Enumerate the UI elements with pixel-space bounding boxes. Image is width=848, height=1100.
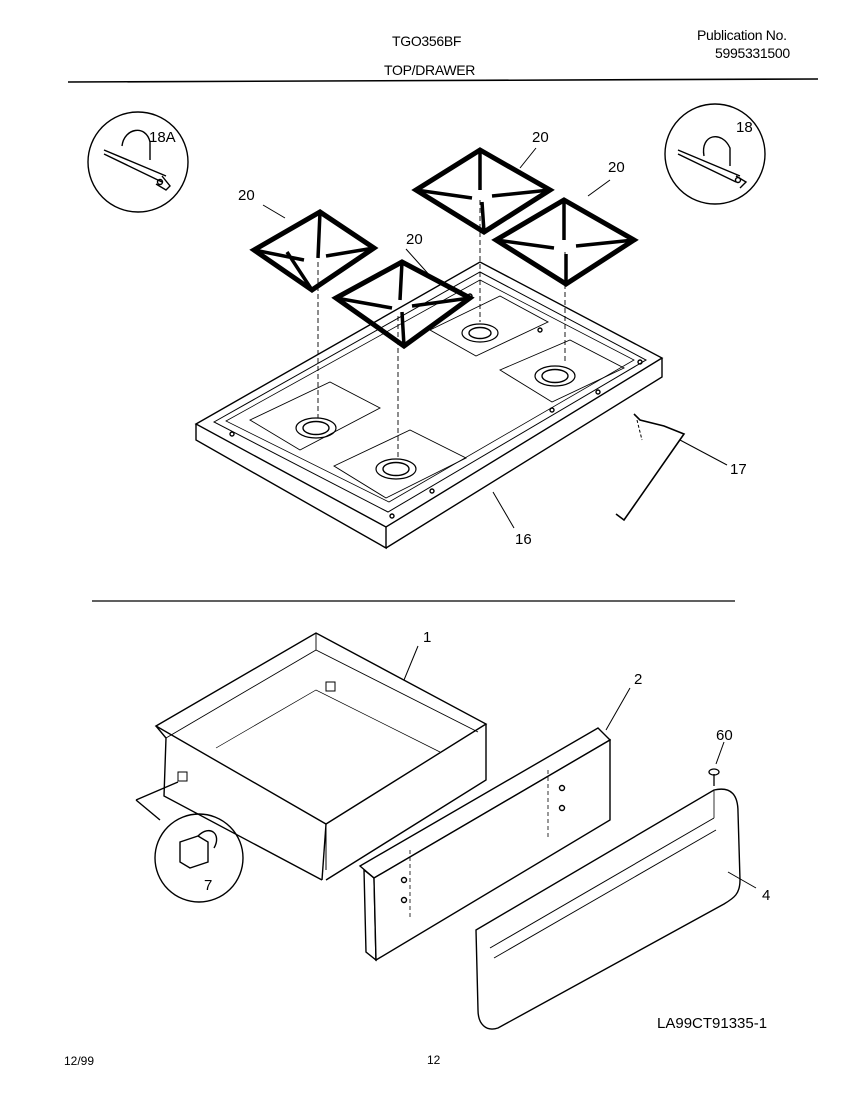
callout-grate-c: 20 bbox=[532, 129, 549, 146]
page-number: 12 bbox=[427, 1053, 441, 1067]
date-code: 12/99 bbox=[64, 1054, 95, 1068]
drawer-body bbox=[154, 632, 488, 881]
callout-grate-d: 20 bbox=[608, 159, 625, 176]
header-rule bbox=[67, 78, 819, 83]
burner-grate-left bbox=[249, 209, 379, 294]
leader-screw bbox=[715, 741, 725, 765]
callout-screw: 60 bbox=[716, 727, 733, 744]
callout-wire-clip: 17 bbox=[730, 461, 747, 478]
diagram-code: LA99CT91335-1 bbox=[657, 1015, 768, 1032]
wire-clip bbox=[615, 413, 686, 522]
section-title: TOP/DRAWER bbox=[384, 62, 476, 78]
leader-drawer-body bbox=[403, 645, 419, 681]
burner-grate-back bbox=[411, 147, 555, 235]
callout-drawer-body: 1 bbox=[423, 629, 431, 646]
callout-bracket-right: 18 bbox=[736, 119, 753, 136]
model-number: TGO356BF bbox=[392, 33, 462, 49]
burner-grate-center bbox=[331, 259, 475, 350]
cooktop-panel bbox=[194, 261, 664, 550]
screw bbox=[708, 768, 720, 786]
bracket-detail-right bbox=[664, 103, 766, 205]
burner-grate-right bbox=[491, 197, 639, 287]
callout-grate-b: 20 bbox=[406, 231, 423, 248]
drawer-front-panel bbox=[358, 727, 612, 962]
roller-detail bbox=[135, 781, 244, 903]
callout-grate-a: 20 bbox=[238, 187, 255, 204]
leader-outer-panel bbox=[727, 871, 757, 889]
alignment-lines bbox=[317, 200, 566, 458]
callout-cooktop: 16 bbox=[515, 531, 532, 548]
leader-lines-top bbox=[262, 147, 728, 529]
publication-number: 5995331500 bbox=[715, 45, 790, 61]
bracket-detail-left bbox=[87, 111, 189, 213]
drawer-outer-panel bbox=[475, 788, 741, 1030]
callout-front-panel: 2 bbox=[634, 671, 642, 688]
callout-bracket-left: 18A bbox=[149, 129, 176, 146]
callout-roller: 7 bbox=[204, 877, 212, 894]
publication-label: Publication No. bbox=[697, 27, 787, 43]
callout-outer-panel: 4 bbox=[762, 887, 770, 904]
leader-front-panel bbox=[605, 687, 631, 731]
